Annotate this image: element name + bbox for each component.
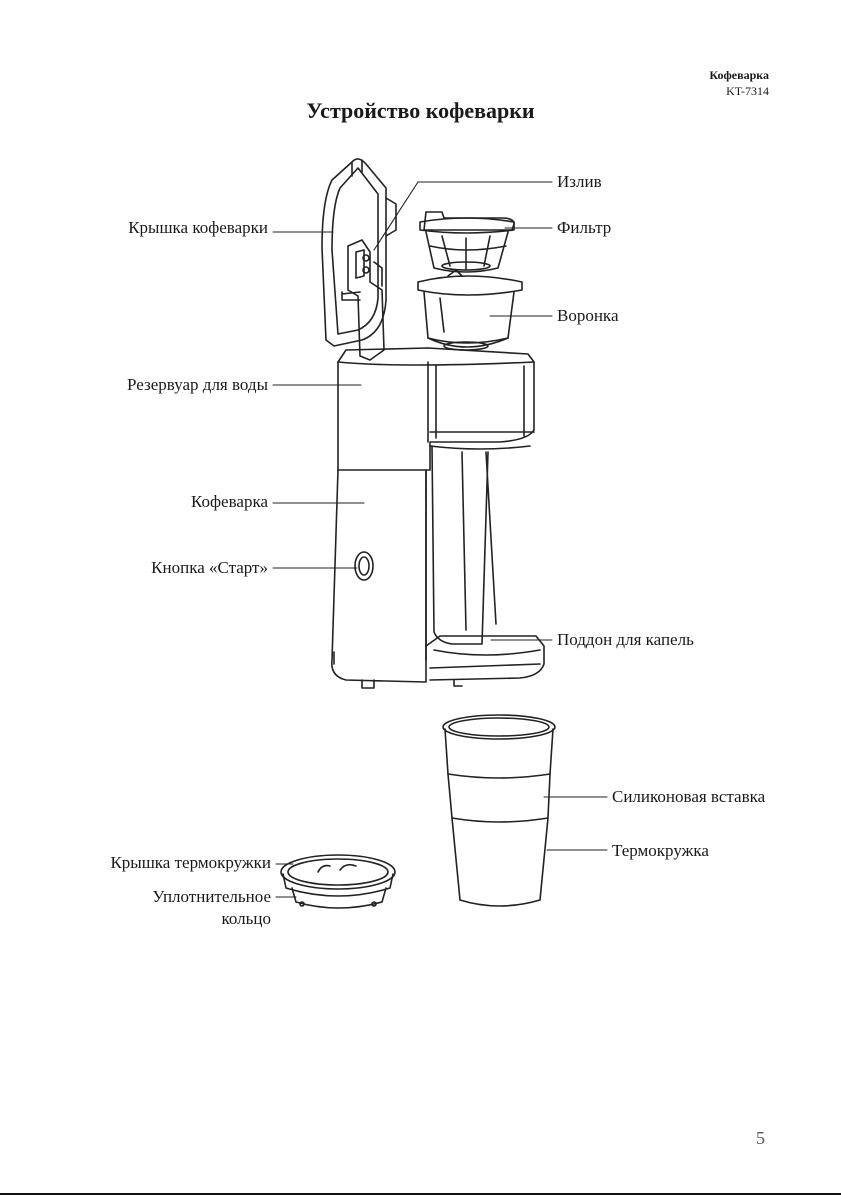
label-start: Кнопка «Старт» [151,558,268,578]
label-tank: Резервуар для воды [127,375,268,395]
thermo-mug [443,715,555,906]
label-funnel: Воронка [557,306,618,326]
machine-body [332,348,544,688]
label-seal-line1: Уплотнительное [152,887,271,907]
bottom-divider [0,1193,841,1195]
page-number: 5 [756,1128,765,1149]
label-tray: Поддон для капель [557,630,694,650]
filter-basket [420,212,514,272]
label-mug: Термокружка [612,841,709,861]
mug-lid [281,855,395,908]
label-mug-lid: Крышка термокружки [110,853,271,873]
label-seal-line2: кольцо [221,909,271,929]
funnel [418,270,522,350]
label-spout: Излив [557,172,602,192]
label-body: Кофеварка [191,492,268,512]
label-lid: Крышка кофеварки [128,218,268,238]
label-filter: Фильтр [557,218,611,238]
label-sleeve: Силиконовая вставка [612,787,765,807]
